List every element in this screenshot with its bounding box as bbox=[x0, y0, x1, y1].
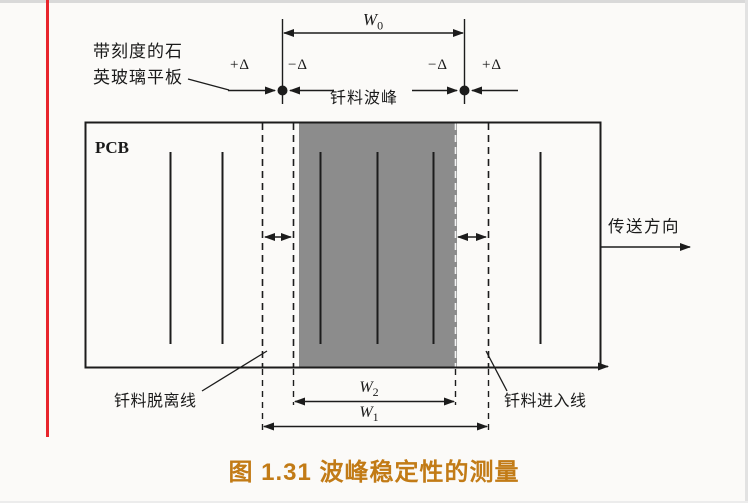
w2-letter: W bbox=[359, 379, 373, 396]
solder-wave-crest-label: 钎料波峰 bbox=[330, 90, 399, 107]
wave-edge-marker-dot-right bbox=[459, 85, 470, 96]
solder-entry-line-label: 钎料进入线 bbox=[504, 393, 587, 410]
figure-caption: 图 1.31 波峰稳定性的测量 bbox=[228, 459, 520, 486]
quartz-plate-label-line2: 英玻璃平板 bbox=[93, 68, 183, 87]
dimension-w2-label: W2 bbox=[345, 379, 393, 400]
wave-edge-marker-dot-left bbox=[277, 85, 288, 96]
quartz-plate-leader-line bbox=[187, 78, 230, 91]
pcb-outline bbox=[84, 121, 602, 369]
page-edge-right bbox=[745, 0, 748, 503]
plus-delta-left-label: +Δ bbox=[229, 57, 251, 73]
w0-letter: W bbox=[362, 10, 378, 29]
dimension-w0-label: W0 bbox=[349, 10, 397, 33]
minus-delta-left-label: −Δ bbox=[287, 57, 309, 73]
solder-exit-line-label: 钎料脱离线 bbox=[114, 393, 197, 410]
solder-entry-leader-line bbox=[485, 350, 508, 392]
quartz-plate-label-line1: 带刻度的石 bbox=[93, 42, 183, 61]
page-edge-bottom bbox=[0, 501, 748, 503]
w1-letter: W bbox=[359, 404, 373, 421]
minus-delta-right-label: −Δ bbox=[427, 57, 449, 73]
dimension-w1-label: W1 bbox=[345, 404, 393, 425]
quartz-plate-label: 带刻度的石 英玻璃平板 bbox=[93, 39, 183, 91]
w2-subscript: 2 bbox=[372, 385, 379, 400]
plus-delta-right-label: +Δ bbox=[481, 57, 503, 73]
w0-subscript: 0 bbox=[377, 18, 384, 33]
solder-exit-leader-line bbox=[201, 350, 268, 392]
w1-subscript: 1 bbox=[372, 410, 379, 425]
page-edge-top bbox=[0, 0, 748, 3]
pcb-label: PCB bbox=[95, 138, 129, 157]
conveyor-direction-label: 传送方向 bbox=[608, 217, 680, 236]
